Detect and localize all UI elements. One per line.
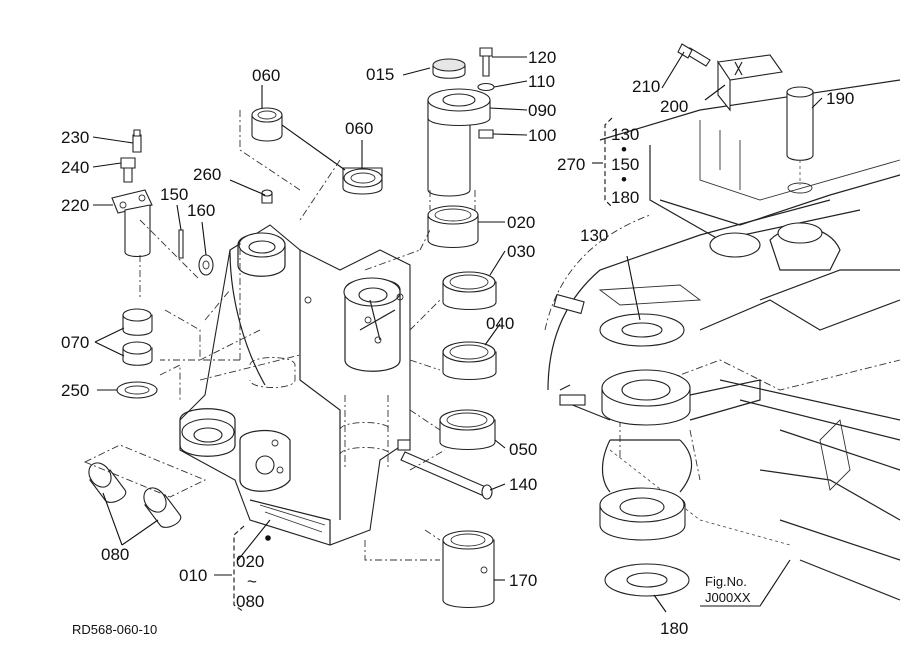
callout-220: 220 [61, 196, 89, 215]
callout-030: 030 [507, 242, 535, 261]
callout-160: 160 [187, 201, 215, 220]
callout-190: 190 [826, 89, 854, 108]
group-010-from: 020 [236, 552, 264, 571]
callout-180: 180 [660, 619, 688, 638]
left-parts [83, 129, 214, 528]
vertical-stack [239, 47, 497, 608]
callout-230: 230 [61, 128, 89, 147]
callout-270: 270 [557, 155, 585, 174]
group-270-bullet-1: • [621, 140, 627, 159]
group-270-bullet-2: • [621, 170, 627, 189]
swing-bracket [160, 189, 493, 546]
callout-100: 100 [528, 126, 556, 145]
callout-250: 250 [61, 381, 89, 400]
callout-110: 110 [528, 72, 555, 91]
fig-label-line2: J000XX [705, 590, 751, 605]
callout-080: 080 [101, 545, 129, 564]
callout-170: 170 [509, 571, 537, 590]
callout-210: 210 [632, 77, 660, 96]
callout-070: 070 [61, 333, 89, 352]
fig-label-line1: Fig.No. [705, 574, 747, 589]
callout-120: 120 [528, 48, 556, 67]
drawing-code: RD568-060-10 [72, 622, 157, 637]
callout-200: 200 [660, 97, 688, 116]
callout-labels: 060 060 015 120 110 090 100 020 030 040 … [61, 48, 854, 638]
callout-130: 130 [580, 226, 608, 245]
group-010-bullet [265, 535, 271, 541]
bushing-060 [251, 107, 383, 195]
callout-010: 010 [179, 566, 207, 585]
group-270-item-180: 180 [611, 188, 639, 207]
callout-150: 150 [160, 185, 188, 204]
callout-240: 240 [61, 158, 89, 177]
leader-lines [92, 51, 823, 613]
group-010-tilde: ~ [247, 572, 257, 591]
group-270-item-150: 150 [611, 155, 639, 174]
callout-090: 090 [528, 101, 556, 120]
group-010-to: 080 [236, 592, 264, 611]
callout-260: 260 [193, 165, 221, 184]
callout-040: 040 [486, 314, 514, 333]
callout-140: 140 [509, 475, 537, 494]
callout-060-left: 060 [252, 66, 280, 85]
frame-assembly [544, 43, 901, 601]
callout-015: 015 [366, 65, 394, 84]
callout-020: 020 [507, 213, 535, 232]
group-270-item-130: 130 [611, 125, 639, 144]
callout-060-right: 060 [345, 119, 373, 138]
callout-050: 050 [509, 440, 537, 459]
